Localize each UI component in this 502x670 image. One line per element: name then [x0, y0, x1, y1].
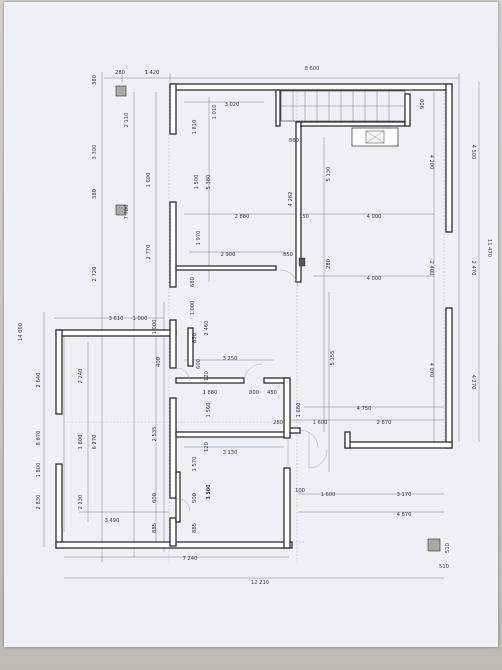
dim-label-room_dims-2: 900	[420, 99, 426, 109]
dim-label-room_dims-29: 1 880	[203, 390, 218, 396]
dim-label-room_dims-31: 450	[267, 390, 277, 396]
stairs	[280, 90, 406, 122]
dim-label-room_dims-34: 4 750	[357, 406, 372, 412]
dim-label-room_dims-5: 5 380	[206, 175, 212, 190]
dim-label-room_dims-13: 2 900	[221, 252, 236, 258]
dim-label-top_dims-2: 8 600	[305, 66, 320, 72]
dim-label-room_dims-17: 680	[190, 277, 196, 287]
dim-label-room_dims-21: 2 460	[204, 321, 210, 336]
dim-label-bottom_dims-0: 7 240	[183, 556, 198, 562]
dim-label-top_dims-1: 1 420	[145, 70, 160, 76]
dim-label-left_dims_lower-2: 8 870	[36, 431, 42, 446]
dimension-labels: 280 1 420 8 600 4 500 11 470 2 470 4 270 4 200 2…	[18, 66, 492, 586]
dim-label-room_dims-3: 1 810	[192, 120, 198, 135]
dim-label-room_dims-18: 1 000	[133, 316, 148, 322]
dim-label-room_dims-40: 120	[204, 442, 210, 452]
dim-label-room_dims-11: 4 000	[367, 214, 382, 220]
doors	[175, 269, 328, 513]
dim-label-room_dims-46: 600	[152, 493, 158, 503]
dim-label-room_dims-50: 3 490	[105, 518, 120, 524]
dim-label-room_dims-24: 400	[156, 357, 162, 367]
dim-label-left_dims_lower-1: 2 640	[36, 373, 42, 388]
dim-label-left_dims_mid-1: 7 780	[124, 205, 130, 220]
dim-label-room_dims-37: 2 870	[377, 420, 392, 426]
dim-label-right_dims_outer-1: 11 470	[486, 239, 492, 257]
dim-label-left_dims_lower2-0: 2 240	[78, 369, 84, 384]
dim-label-room_dims-16: 280	[326, 259, 332, 269]
dim-label-room_dims-47: 500	[192, 493, 198, 503]
dim-label-room_dims-42: 1 500	[206, 485, 212, 500]
dim-label-room_dims-38: 2 535	[152, 427, 158, 442]
markers	[115, 85, 441, 552]
dim-label-room_dims-4: 860	[289, 138, 299, 144]
dim-label-room_dims-8: 4 282	[288, 192, 294, 207]
dim-label-left_dims_upper-0: 380	[92, 75, 98, 85]
floor-plan: 280 1 420 8 600 4 500 11 470 2 470 4 270 4 200 2…	[18, 66, 492, 586]
dim-label-room_dims-52: 885	[192, 523, 198, 533]
dim-label-left_dims_lower2-3: 6 270	[92, 435, 98, 450]
dim-label-room_dims-30: 800	[249, 390, 259, 396]
dim-label-left_dims_mid-2: 2 770	[146, 245, 152, 260]
chimney	[351, 127, 399, 147]
dim-label-left_dims_lower-4: 2 830	[36, 495, 42, 510]
dim-label-room_dims-41: 1 570	[192, 457, 198, 472]
grid-lines	[64, 82, 445, 562]
dim-label-left_dims_lower2-1: 1 800	[78, 435, 84, 450]
dim-label-room_dims-28: 120	[204, 371, 210, 381]
dim-label-room_dims-49: 4 870	[397, 512, 412, 518]
dim-label-room_dims-45: 3 170	[397, 492, 412, 498]
dim-label-room_dims-33: 1 680	[296, 403, 302, 418]
dim-label-right_dims_outer-3: 4 270	[470, 375, 476, 390]
dim-label-room_dims-22: 850	[192, 333, 198, 343]
dim-label-room_dims-20: 1 000	[190, 301, 196, 316]
dim-label-room_dims-14: 850	[283, 252, 293, 258]
paper-sheet: 280 1 420 8 600 4 500 11 470 2 470 4 270 4 200 2…	[4, 2, 498, 647]
dim-label-room_dims-6: 1 500	[194, 175, 200, 190]
dim-label-left_dims_upper-2: 3 300	[92, 145, 98, 160]
dim-label-room_dims-48: 3 260	[206, 485, 212, 500]
walls	[55, 83, 453, 549]
dim-label-room_dims-0: 3 020	[225, 102, 240, 108]
dim-label-room_dims-15: 4 000	[367, 276, 382, 282]
dim-label-room_dims-27: 3 250	[223, 356, 238, 362]
dim-label-room_dims-10: 150	[299, 214, 309, 220]
dim-label-room_dims-35: 280	[273, 420, 283, 426]
dim-label-room_dims-44: 1 600	[321, 492, 336, 498]
dim-label-room_dims-26: 1 000	[152, 320, 158, 335]
dim-label-room_dims-25: 600	[196, 359, 202, 369]
dimension-lines	[43, 72, 480, 579]
dim-label-right_dims_inner-2: 4 070	[428, 363, 434, 378]
dim-label-left_dims_lower2-2: 2 230	[78, 495, 84, 510]
dim-label-room_dims-7: 5 130	[326, 167, 332, 182]
dim-label-left_dims_upper-1: 2 110	[124, 113, 130, 128]
dim-label-room_dims-9: 2 880	[235, 214, 250, 220]
dim-label-room_dims-39: 3 130	[223, 450, 238, 456]
dim-label-left_dims_lower-3: 1 800	[36, 463, 42, 478]
dim-label-room_dims-1: 1 010	[212, 105, 218, 120]
dim-label-left_dims_upper-4: 2 720	[92, 267, 98, 282]
dim-label-right_dims_outer-0: 4 500	[470, 145, 476, 160]
dim-label-corner_dims-1: 510	[439, 564, 449, 570]
dim-label-room_dims-23: 5 155	[330, 351, 336, 366]
dim-label-right_dims_inner-1: 2 400	[428, 261, 434, 276]
dim-label-left_dims_mid-0: 1 600	[146, 173, 152, 188]
dim-label-room_dims-51: 885	[152, 523, 158, 533]
dim-label-room_dims-19: 3 610	[109, 316, 124, 322]
dim-label-room_dims-36: 1 600	[313, 420, 328, 426]
dim-label-top_dims-0: 280	[115, 70, 125, 76]
dim-label-room_dims-43: 100	[295, 488, 305, 494]
dim-label-corner_dims-0: 510	[445, 543, 451, 553]
dim-label-bottom_dims-1: 12 210	[251, 580, 269, 586]
dim-label-left_dims_lower-0: 14 660	[18, 323, 24, 341]
dim-label-room_dims-32: 1 560	[206, 403, 212, 418]
dim-label-right_dims_outer-2: 2 470	[470, 261, 476, 276]
dim-label-left_dims_upper-3: 380	[92, 189, 98, 199]
dim-label-room_dims-12: 1 970	[196, 231, 202, 246]
dim-label-right_dims_inner-0: 4 200	[428, 155, 434, 170]
